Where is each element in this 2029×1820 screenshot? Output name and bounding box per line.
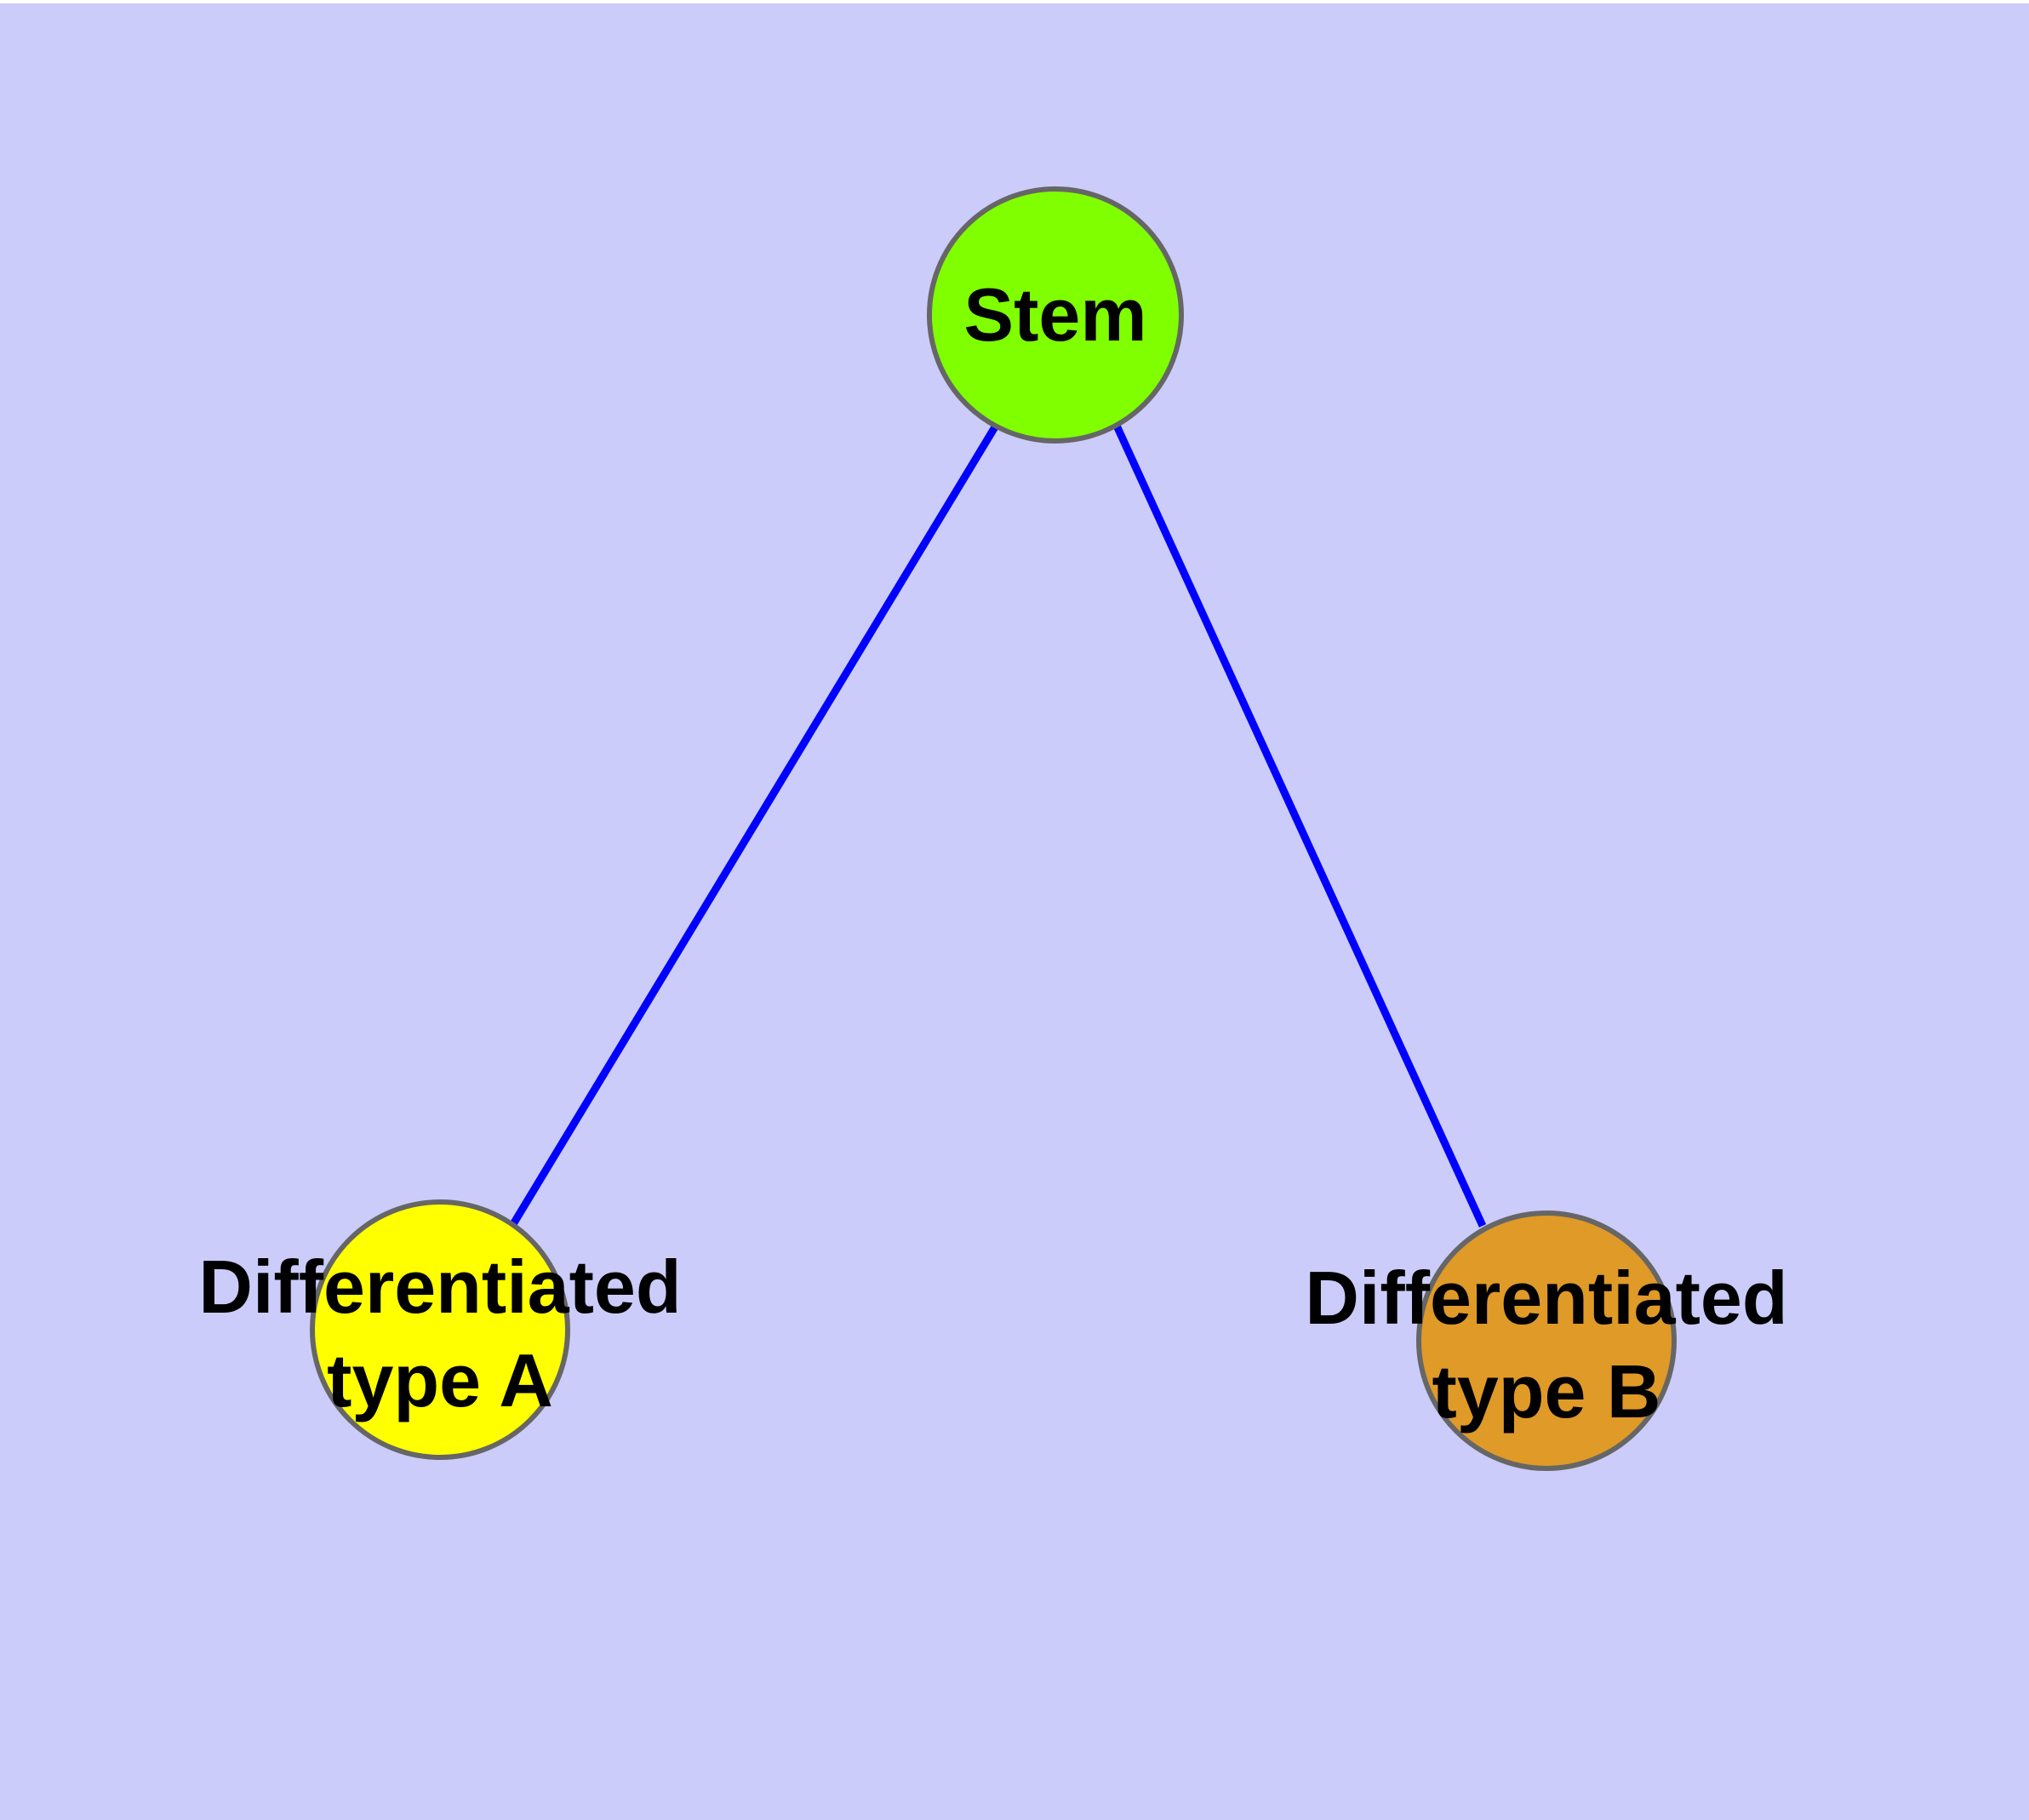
graph-node-diff_a[interactable]: Differentiated type A bbox=[198, 1199, 682, 1460]
node-label-line: type A bbox=[327, 1338, 553, 1422]
graph-node-stem[interactable]: Stem bbox=[927, 186, 1184, 444]
graph-edge bbox=[1112, 424, 1487, 1228]
node-label-diff_a: Differentiated type A bbox=[198, 1245, 681, 1422]
node-label-diff_b: Differentiated type B bbox=[1305, 1256, 1787, 1434]
node-label-stem: Stem bbox=[963, 272, 1146, 357]
node-label-line: Differentiated bbox=[198, 1245, 681, 1329]
node-label-line: type B bbox=[1432, 1349, 1661, 1434]
node-label-line: Differentiated bbox=[1305, 1256, 1787, 1340]
node-circle-diff_a[interactable] bbox=[310, 1199, 570, 1460]
node-circle-stem[interactable] bbox=[927, 186, 1184, 444]
canvas-top-edge-strip bbox=[0, 0, 2029, 3]
edges-layer bbox=[507, 423, 1487, 1231]
node-label-line: Stem bbox=[963, 272, 1146, 357]
graph-edge bbox=[507, 423, 999, 1231]
node-circle-diff_b[interactable] bbox=[1416, 1210, 1677, 1471]
graph-node-diff_b[interactable]: Differentiated type B bbox=[1305, 1210, 1788, 1471]
